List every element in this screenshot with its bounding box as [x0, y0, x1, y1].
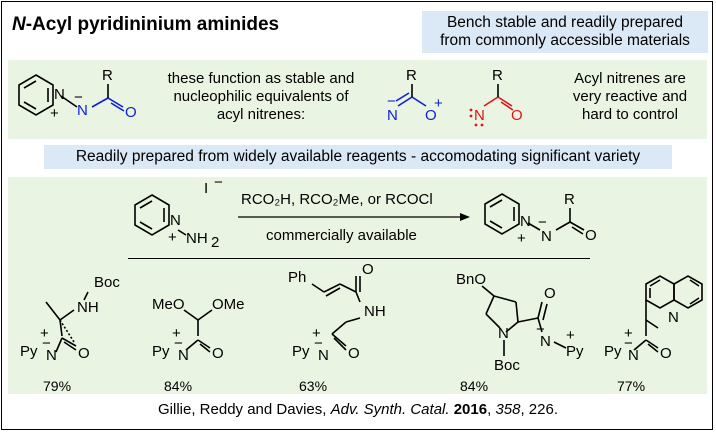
svg-text:N: N — [318, 347, 329, 364]
svg-text:−: − — [174, 335, 183, 352]
svg-text:Py: Py — [292, 343, 310, 360]
intro-text: these function as stable and nucleophili… — [167, 70, 355, 123]
svg-text:O: O — [544, 285, 556, 302]
svg-text:O: O — [212, 345, 224, 362]
product-3-structure: Ph O NH Py + N − O — [288, 261, 386, 364]
svg-text:+: + — [434, 95, 443, 112]
svg-text:O: O — [125, 104, 137, 121]
intro-panel — [8, 60, 707, 139]
svg-text:Py: Py — [604, 343, 622, 360]
svg-text:N: N — [668, 309, 679, 326]
svg-text:−: − — [74, 89, 83, 106]
reaction-reagents: RCO₂H, RCO₂Me, or RCOCl — [241, 191, 433, 208]
product-4-structure: BnO N Boc O N − + Py — [456, 271, 584, 374]
equivalent-structure: R N − O + — [387, 67, 443, 124]
svg-text:BnO: BnO — [456, 271, 486, 288]
svg-text:N: N — [170, 212, 181, 229]
svg-text:−: − — [538, 214, 547, 231]
svg-text:+: + — [40, 325, 49, 342]
reaction-conditions: commercially available — [266, 227, 417, 244]
product-1-structure: Boc NH Py + N − O — [20, 274, 120, 364]
svg-text:+: + — [624, 325, 633, 342]
svg-text:+: + — [168, 229, 177, 246]
svg-text:+: + — [517, 230, 526, 247]
scope-panel — [8, 177, 707, 394]
svg-text:R: R — [102, 67, 113, 84]
svg-text:R: R — [406, 67, 417, 84]
svg-text:N: N — [77, 102, 88, 119]
citation: Gillie, Reddy and Davies, Adv. Synth. Ca… — [158, 401, 558, 418]
svg-text:N: N — [474, 107, 485, 124]
svg-text:Ph: Ph — [288, 269, 306, 286]
reagents-note: Readily prepared from widely available r… — [44, 145, 672, 169]
svg-text:Boc: Boc — [494, 357, 520, 374]
svg-text:I: I — [204, 180, 208, 197]
svg-text:Py: Py — [152, 343, 170, 360]
svg-text:O: O — [511, 107, 523, 124]
svg-text:O: O — [78, 345, 90, 362]
svg-text:Py: Py — [566, 343, 584, 360]
yield-2: 84% — [164, 378, 193, 394]
svg-text:N: N — [520, 213, 531, 230]
svg-text:−: − — [214, 174, 223, 191]
reaction-scheme: N + NH 2 I − RCO₂H, RCO₂Me, or RCOCl com… — [134, 174, 597, 251]
nitrene-structure: R N O — [469, 67, 523, 127]
svg-text:O: O — [362, 261, 374, 278]
svg-text:O: O — [660, 345, 672, 362]
yield-4: 84% — [460, 378, 489, 394]
svg-text:OMe: OMe — [212, 296, 245, 313]
svg-text:−: − — [624, 335, 633, 352]
svg-text:+: + — [566, 327, 575, 344]
stability-note: Bench stable and readily prepared from c… — [422, 11, 708, 53]
nitrene-text: Acyl nitrenes are very reactive and hard… — [572, 70, 688, 123]
svg-text:+: + — [172, 325, 181, 342]
svg-text:N: N — [628, 347, 639, 364]
svg-text:N: N — [540, 333, 551, 350]
svg-text:−: − — [536, 321, 545, 338]
svg-text:−: − — [314, 335, 323, 352]
svg-text:2: 2 — [211, 234, 219, 251]
svg-text:O: O — [348, 345, 360, 362]
svg-text:O: O — [425, 107, 437, 124]
svg-text:+: + — [50, 105, 59, 122]
svg-text:N: N — [46, 347, 57, 364]
yield-1: 79% — [43, 378, 72, 394]
yield-3: 63% — [299, 378, 328, 394]
svg-text:N: N — [541, 228, 552, 245]
svg-text:+: + — [312, 325, 321, 342]
scope-divider — [128, 258, 590, 259]
svg-text:MeO: MeO — [152, 296, 185, 313]
svg-text:−: − — [387, 93, 396, 110]
svg-text:R: R — [564, 191, 575, 208]
aminide-structure: N + N − R O — [18, 67, 137, 122]
svg-text:R: R — [492, 67, 503, 84]
product-2-structure: MeO OMe Py + N − O — [152, 296, 245, 364]
svg-text:O: O — [585, 227, 597, 244]
yield-5: 77% — [617, 378, 646, 394]
svg-text:N: N — [178, 347, 189, 364]
svg-text:N: N — [387, 107, 398, 124]
svg-text:N: N — [54, 86, 65, 103]
svg-text:N: N — [498, 325, 509, 342]
svg-text:NH: NH — [77, 299, 99, 316]
svg-text:NH: NH — [364, 303, 386, 320]
svg-text:Boc: Boc — [94, 274, 120, 291]
figure-title: N-Acyl pyridininium aminides — [12, 14, 280, 35]
svg-text:Py: Py — [20, 343, 38, 360]
svg-text:−: − — [42, 335, 51, 352]
product-5-structure: N Py + N − O — [604, 275, 703, 364]
svg-text:NH: NH — [186, 230, 208, 247]
